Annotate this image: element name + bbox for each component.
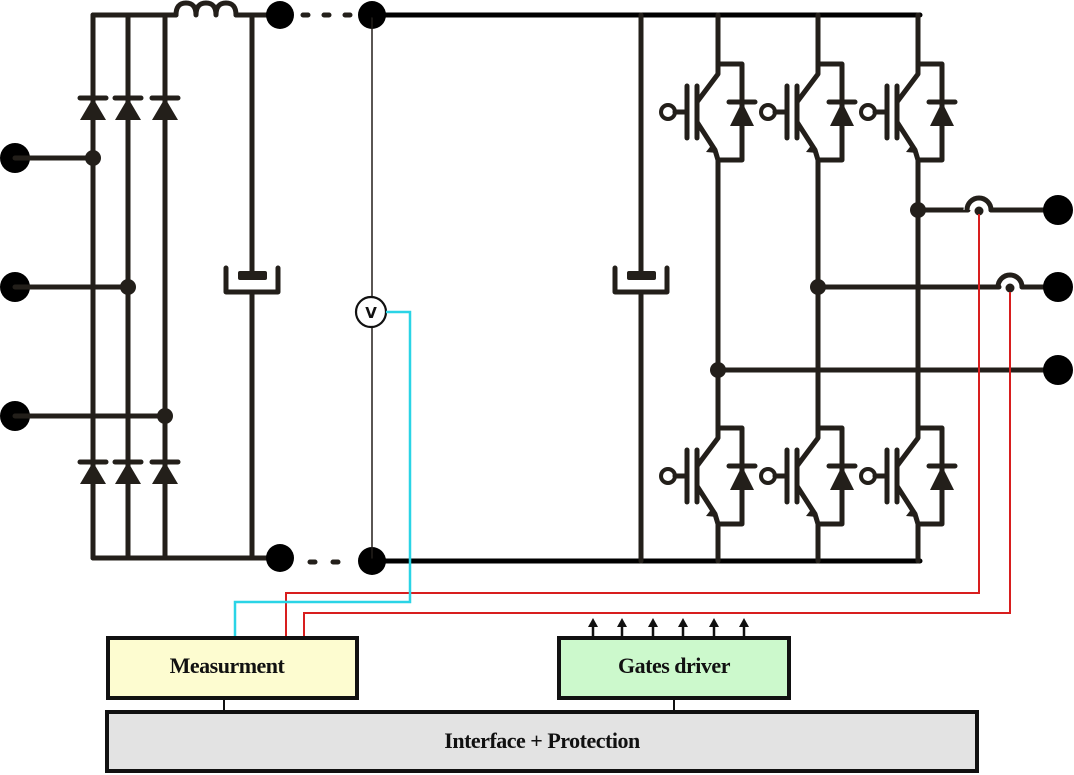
diode-icon: [112, 459, 144, 484]
dc-node-top-left: [266, 1, 294, 29]
measurement-label: Measurment: [170, 653, 286, 678]
current-signal-wire-2: [303, 292, 1011, 637]
igbt-switch-icon: [759, 425, 858, 527]
igbt-switch-icon: [859, 425, 958, 527]
voltage-signal-wire: [233, 310, 412, 637]
ac-outputs: [710, 194, 1073, 385]
igbt-switch-icon: [759, 61, 858, 163]
gate-arrow-icon: [709, 618, 719, 638]
dc-bus-left: [90, 0, 386, 575]
voltmeter: V: [354, 15, 388, 561]
igbt-inverter: [659, 12, 958, 564]
gate-arrow-icon: [588, 618, 598, 638]
ac-input-terminals: [0, 143, 173, 431]
gates-driver-block[interactable]: Gates driver: [557, 636, 791, 700]
output-terminal-u: [1043, 195, 1073, 225]
current-sensor-2-icon: [1005, 283, 1015, 293]
output-terminal-w: [1043, 355, 1073, 385]
measurement-block[interactable]: Measurment: [106, 636, 359, 700]
capacitor-right-icon: [612, 265, 670, 295]
current-sensor-1-icon: [974, 206, 984, 216]
igbt-switch-icon: [659, 61, 758, 163]
interface-protection-label: Interface + Protection: [444, 728, 640, 753]
igbt-switch-icon: [859, 61, 958, 163]
gate-arrow-icon: [739, 618, 749, 638]
diode-icon: [112, 95, 144, 120]
capacitor-left-icon: [223, 265, 281, 295]
gate-arrow-icon: [617, 618, 627, 638]
output-terminal-v: [1043, 272, 1073, 302]
diode-rectifier: [77, 12, 181, 561]
gate-arrow-icon: [648, 618, 658, 638]
igbt-switch-icon: [659, 425, 758, 527]
diode-icon: [77, 459, 109, 484]
gate-signal-arrows: [588, 618, 749, 638]
dc-bus-right: [369, 12, 923, 564]
inductor-icon: [173, 0, 239, 18]
gate-arrow-icon: [678, 618, 688, 638]
diode-icon: [149, 459, 181, 484]
voltmeter-symbol: V: [365, 304, 377, 322]
diode-icon: [149, 95, 181, 120]
interface-protection-block[interactable]: Interface + Protection: [105, 710, 979, 773]
dc-node-bottom-left: [266, 544, 294, 572]
current-signal-wire-1: [285, 214, 980, 637]
gates-driver-label: Gates driver: [618, 653, 731, 678]
signal-wires: [233, 214, 1011, 637]
diode-icon: [77, 95, 109, 120]
